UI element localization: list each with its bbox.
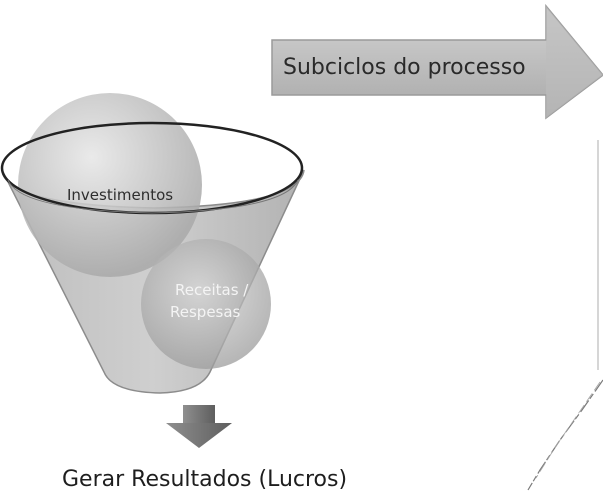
process-arrow: Subciclos do processo: [271, 3, 603, 120]
investimentos-label: Investimentos: [67, 186, 173, 204]
arrow-label: Subciclos do processo: [283, 55, 526, 80]
investimentos-sphere: [18, 93, 202, 277]
funnel: Investimentos Receitas / Respesas: [0, 93, 305, 394]
down-arrow-icon: [166, 405, 232, 448]
receitas-label-line2: Respesas: [170, 303, 241, 321]
receitas-label-line1: Receitas /: [175, 281, 249, 299]
page-edge-line: [527, 140, 603, 491]
receitas-sphere: [141, 239, 271, 369]
result-label: Gerar Resultados (Lucros): [62, 467, 347, 492]
